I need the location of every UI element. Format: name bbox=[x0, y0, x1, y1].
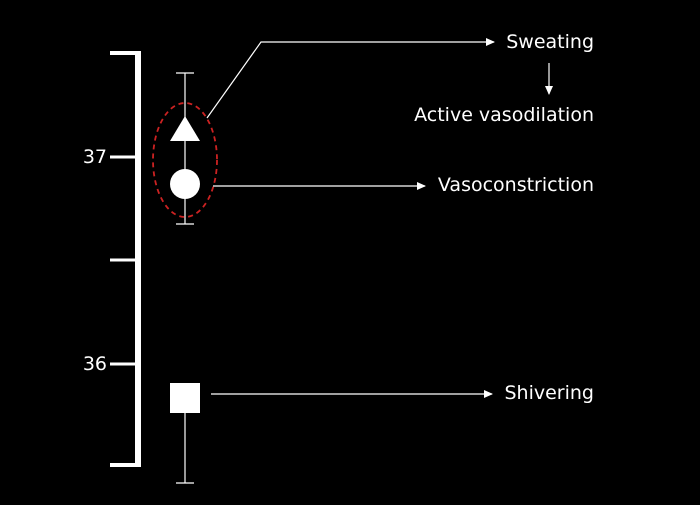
shivering-square-marker bbox=[170, 383, 200, 413]
sweating-triangle-marker bbox=[170, 116, 200, 141]
vasoconstriction-label: Vasoconstriction bbox=[438, 174, 594, 196]
axis-label-37: 37 bbox=[83, 146, 107, 168]
sweating-label: Sweating bbox=[506, 31, 594, 53]
temperature-axis: 37 36 bbox=[83, 51, 141, 467]
active-vasodilation-label: Active vasodilation bbox=[414, 104, 594, 126]
axis-label-36: 36 bbox=[83, 353, 107, 375]
sweating-connector-arrow bbox=[206, 38, 495, 119]
highlight-ellipse bbox=[152, 102, 218, 218]
shivering-label: Shivering bbox=[504, 382, 594, 404]
upper-error-bar bbox=[176, 72, 194, 225]
vasoconstriction-circle-marker bbox=[170, 169, 200, 199]
